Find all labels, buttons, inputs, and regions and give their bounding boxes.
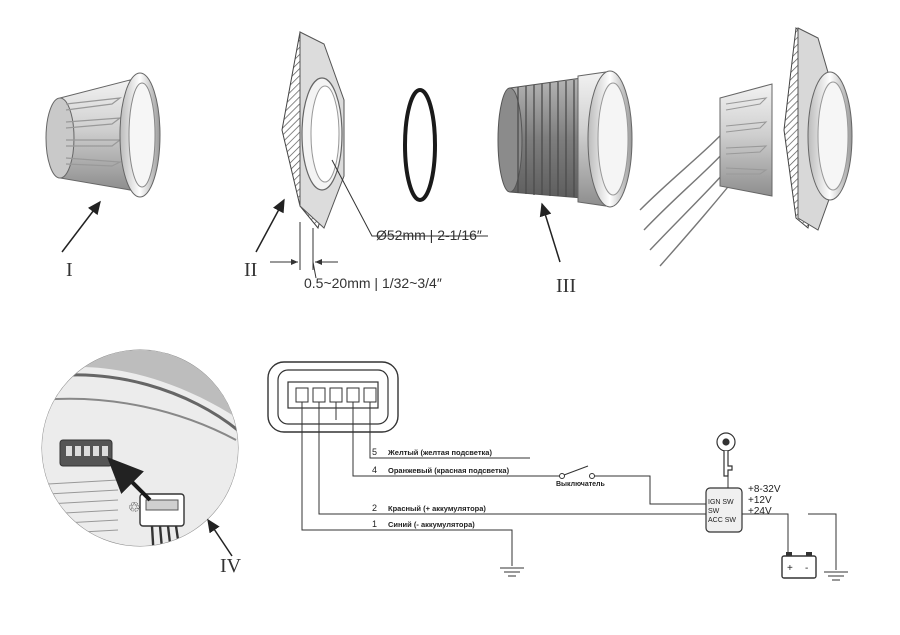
voltage-label: +8-32V	[748, 484, 781, 495]
connector-detail: ♲	[41, 349, 239, 547]
label-part-1: I	[66, 259, 73, 281]
wire-label: Оранжевый (красная подсветка)	[388, 466, 510, 475]
voltage-label: +12V	[748, 495, 772, 506]
svg-text:-: -	[805, 563, 808, 574]
diameter-leader	[331, 159, 488, 237]
pin-number: 5	[372, 447, 377, 457]
svg-text:ACC SW: ACC SW	[708, 517, 736, 524]
svg-text:+: +	[787, 563, 793, 574]
pin-number: 2	[372, 503, 377, 513]
ground-symbol	[500, 567, 524, 577]
o-ring	[403, 88, 437, 202]
wire-lines	[301, 402, 837, 570]
thickness-label: 0.5~20mm | 1/32~3/4″	[304, 275, 442, 291]
svg-text:IGN SW: IGN SW	[708, 499, 734, 506]
svg-text:SW: SW	[708, 508, 720, 515]
arrow-part-3	[539, 202, 561, 263]
arrow-part-2	[255, 198, 285, 253]
key-icon	[716, 432, 736, 477]
assembled-gauge	[639, 27, 853, 267]
label-part-3: III	[556, 275, 576, 297]
arrow-part-1	[61, 200, 101, 253]
wire-label: Синий (- аккумулятора)	[388, 520, 475, 529]
wire-label: Желтый (желтая подсветка)	[387, 448, 492, 457]
switch-label: Выключатель	[556, 481, 606, 488]
knurled-nut	[45, 72, 161, 198]
switch-symbol	[559, 465, 595, 479]
threaded-gauge-body	[497, 70, 633, 208]
pin-number: 4	[372, 465, 377, 475]
label-part-4: IV	[220, 555, 242, 577]
ignition-switch: IGN SW SW ACC SW	[705, 487, 743, 533]
arrow-part-4	[207, 518, 233, 557]
wire-label: Красный (+ аккумулятора)	[388, 504, 486, 513]
mounting-bracket	[281, 31, 345, 230]
voltage-label: +24V	[748, 506, 772, 517]
battery-icon: + -	[781, 552, 817, 579]
thickness-dimension	[270, 222, 338, 279]
diameter-label: Ø52mm | 2-1/16″	[376, 227, 482, 243]
pin-number: 1	[372, 519, 377, 529]
svg-text:♲: ♲	[128, 499, 141, 515]
ground-symbol	[824, 571, 848, 581]
gauge-connector	[267, 361, 399, 433]
label-part-2: II	[244, 259, 257, 281]
